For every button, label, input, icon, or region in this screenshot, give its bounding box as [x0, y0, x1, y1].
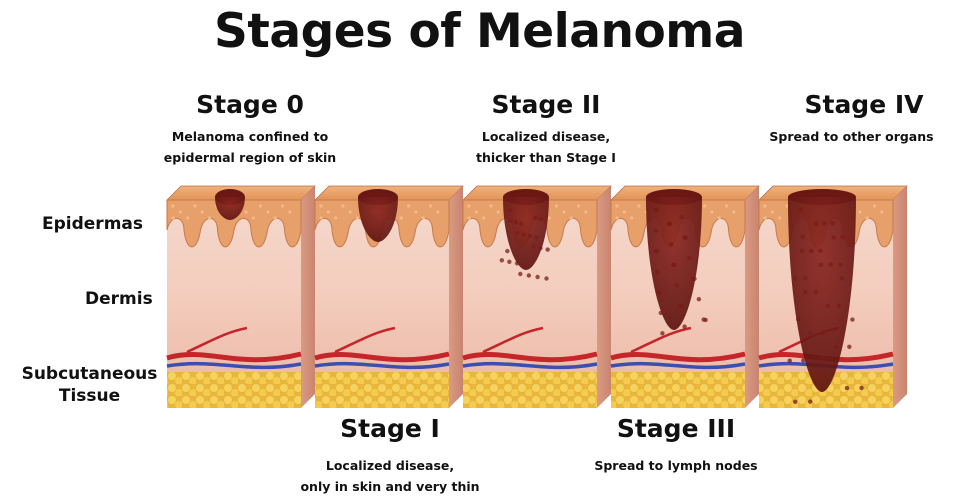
stage-3-description: Spread to lymph nodes	[556, 455, 796, 476]
stage-1-heading: Stage I	[290, 414, 490, 443]
skin-block-stage-2	[463, 186, 611, 408]
stage-3-heading: Stage III	[576, 414, 776, 443]
fat-layer	[167, 372, 301, 408]
skin-block-stage-1	[315, 186, 463, 408]
subcutaneous-label-line2: Tissue	[12, 385, 167, 407]
stage-1-description: Localized disease, only in skin and very…	[260, 455, 520, 497]
skin-block-stage-4	[759, 186, 907, 408]
skin-block-stage-3	[611, 186, 759, 408]
skin-block-stage-0	[167, 186, 315, 408]
subcutaneous-label: Subcutaneous Tissue	[12, 363, 167, 407]
fat-layer	[463, 372, 597, 408]
fat-layer	[315, 372, 449, 408]
epidermis-label: Epidermas	[42, 213, 143, 235]
stage-3-desc-line1: Spread to lymph nodes	[556, 455, 796, 476]
fat-layer	[611, 372, 745, 408]
stage-1-desc-line1: Localized disease,	[260, 455, 520, 476]
stage-1-desc-line2: only in skin and very thin	[260, 476, 520, 497]
subcutaneous-label-line1: Subcutaneous	[12, 363, 167, 385]
dermis-label: Dermis	[85, 288, 153, 310]
